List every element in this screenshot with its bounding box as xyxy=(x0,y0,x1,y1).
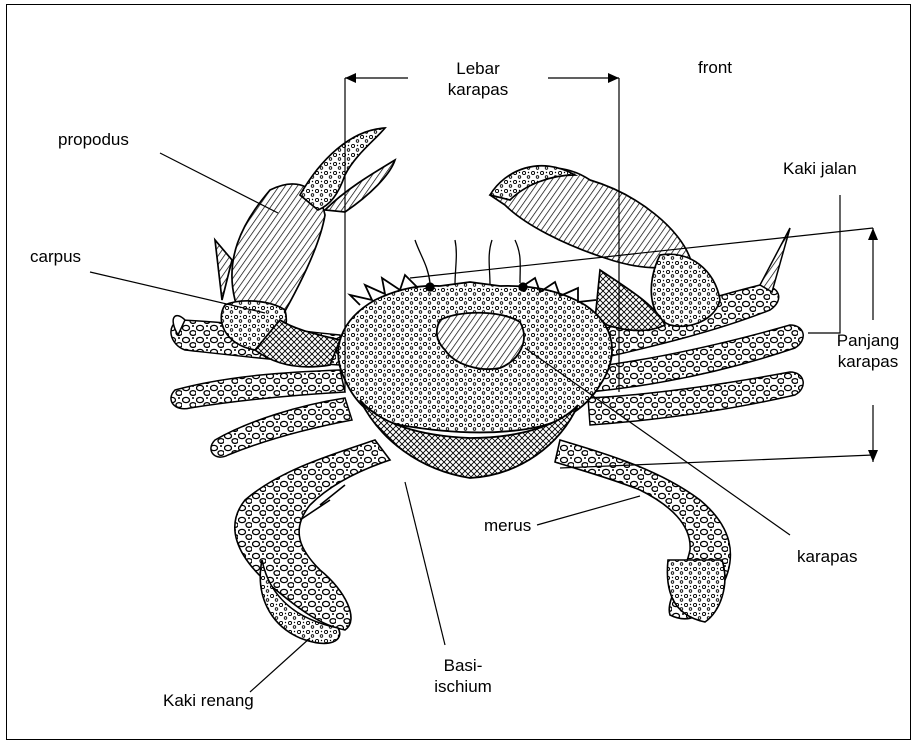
label-panjang-karapas-line2: karapas xyxy=(818,351,917,372)
label-lebar-karapas: Lebar karapas xyxy=(428,58,528,100)
label-carpus: carpus xyxy=(30,246,81,267)
label-lebar-karapas-line1: Lebar xyxy=(428,58,528,79)
label-kaki-renang: Kaki renang xyxy=(163,690,254,711)
merus-leader xyxy=(537,496,640,525)
label-basi-ischium: Basi- ischium xyxy=(413,655,513,697)
label-propodus: propodus xyxy=(58,129,129,150)
label-panjang-karapas: Panjang karapas xyxy=(818,330,917,372)
length-arrow-top xyxy=(868,228,878,240)
kaki-jalan-leader xyxy=(808,195,840,333)
swimming-leg-left xyxy=(235,440,390,643)
label-basi-ischium-line2: ischium xyxy=(413,676,513,697)
label-front: front xyxy=(698,57,732,78)
label-basi-ischium-line1: Basi- xyxy=(413,655,513,676)
label-karapas: karapas xyxy=(797,546,857,567)
label-lebar-karapas-line2: karapas xyxy=(428,79,528,100)
basi-ischium-leader xyxy=(405,482,445,645)
width-arrow-right xyxy=(608,73,619,83)
label-kaki-jalan: Kaki jalan xyxy=(783,158,857,179)
propodus-leader xyxy=(160,153,278,213)
label-panjang-karapas-line1: Panjang xyxy=(818,330,917,351)
kaki-renang-leader xyxy=(250,638,310,692)
label-merus: merus xyxy=(484,515,531,536)
width-arrow-left xyxy=(345,73,356,83)
length-arrow-bottom xyxy=(868,450,878,462)
